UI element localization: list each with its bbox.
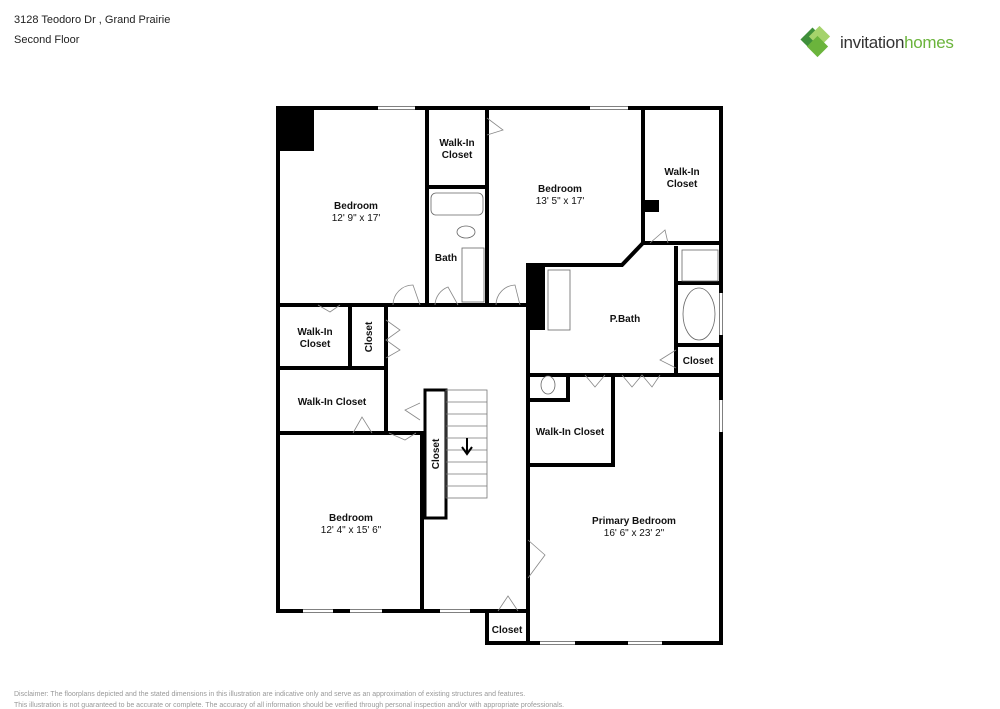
room-name: Closet [364,321,375,352]
room-name: Bedroom [334,201,378,212]
logo-mark-icon [800,26,831,58]
room-name: Walk-In [664,167,699,178]
room-name: Walk-In Closet [536,427,605,438]
room-name: Bath [435,253,457,264]
stair-down-arrow-icon [461,438,473,456]
room-name: Closet [300,339,331,350]
room-name: Walk-In [297,327,332,338]
fixtures [430,192,719,395]
vanity-icon [461,247,485,303]
room-dims: 13' 5" x 17' [536,196,585,207]
toilet-icon [540,375,556,395]
room-name: Closet [431,438,442,469]
room-name: Closet [442,150,473,161]
disclaimer-line-2: This illustration is not guaranteed to b… [14,702,565,709]
chimney-blocks [280,110,659,330]
room-dims: 12' 9" x 17' [332,213,381,224]
room-name: Walk-In [439,138,474,149]
room-name: Closet [667,179,698,190]
soaking-tub-icon [682,287,716,341]
room-dims: 16' 6" x 23' 2" [604,528,665,539]
room-name: P.Bath [610,314,640,325]
toilet-icon [456,225,476,239]
room-name: Primary Bedroom [592,516,676,527]
invitation-homes-logo: invitationhomes [798,26,954,60]
room-dims: 12' 4" x 15' 6" [321,525,382,536]
room-name: Bedroom [329,513,373,524]
room-name: Closet [683,356,714,367]
disclaimer-line-1: Disclaimer: The floorplans depicted and … [14,691,526,698]
shower-icon [681,249,719,282]
logo-word-homes: homes [904,33,954,52]
walls [276,106,723,645]
doors [317,117,677,612]
bathtub-icon [430,192,484,216]
room-name: Walk-In Closet [298,397,367,408]
floor-label: Second Floor [14,34,80,46]
room-name: Bedroom [538,184,582,195]
room-name: Closet [492,625,523,636]
address: 3128 Teodoro Dr , Grand Prairie [14,14,171,26]
room-labels: Bedroom 12' 9" x 17' Walk-In Closet Bedr… [297,138,714,636]
windows [303,106,723,645]
double-vanity-icon [547,269,571,331]
logo-word-invitation: invitation [840,33,905,52]
